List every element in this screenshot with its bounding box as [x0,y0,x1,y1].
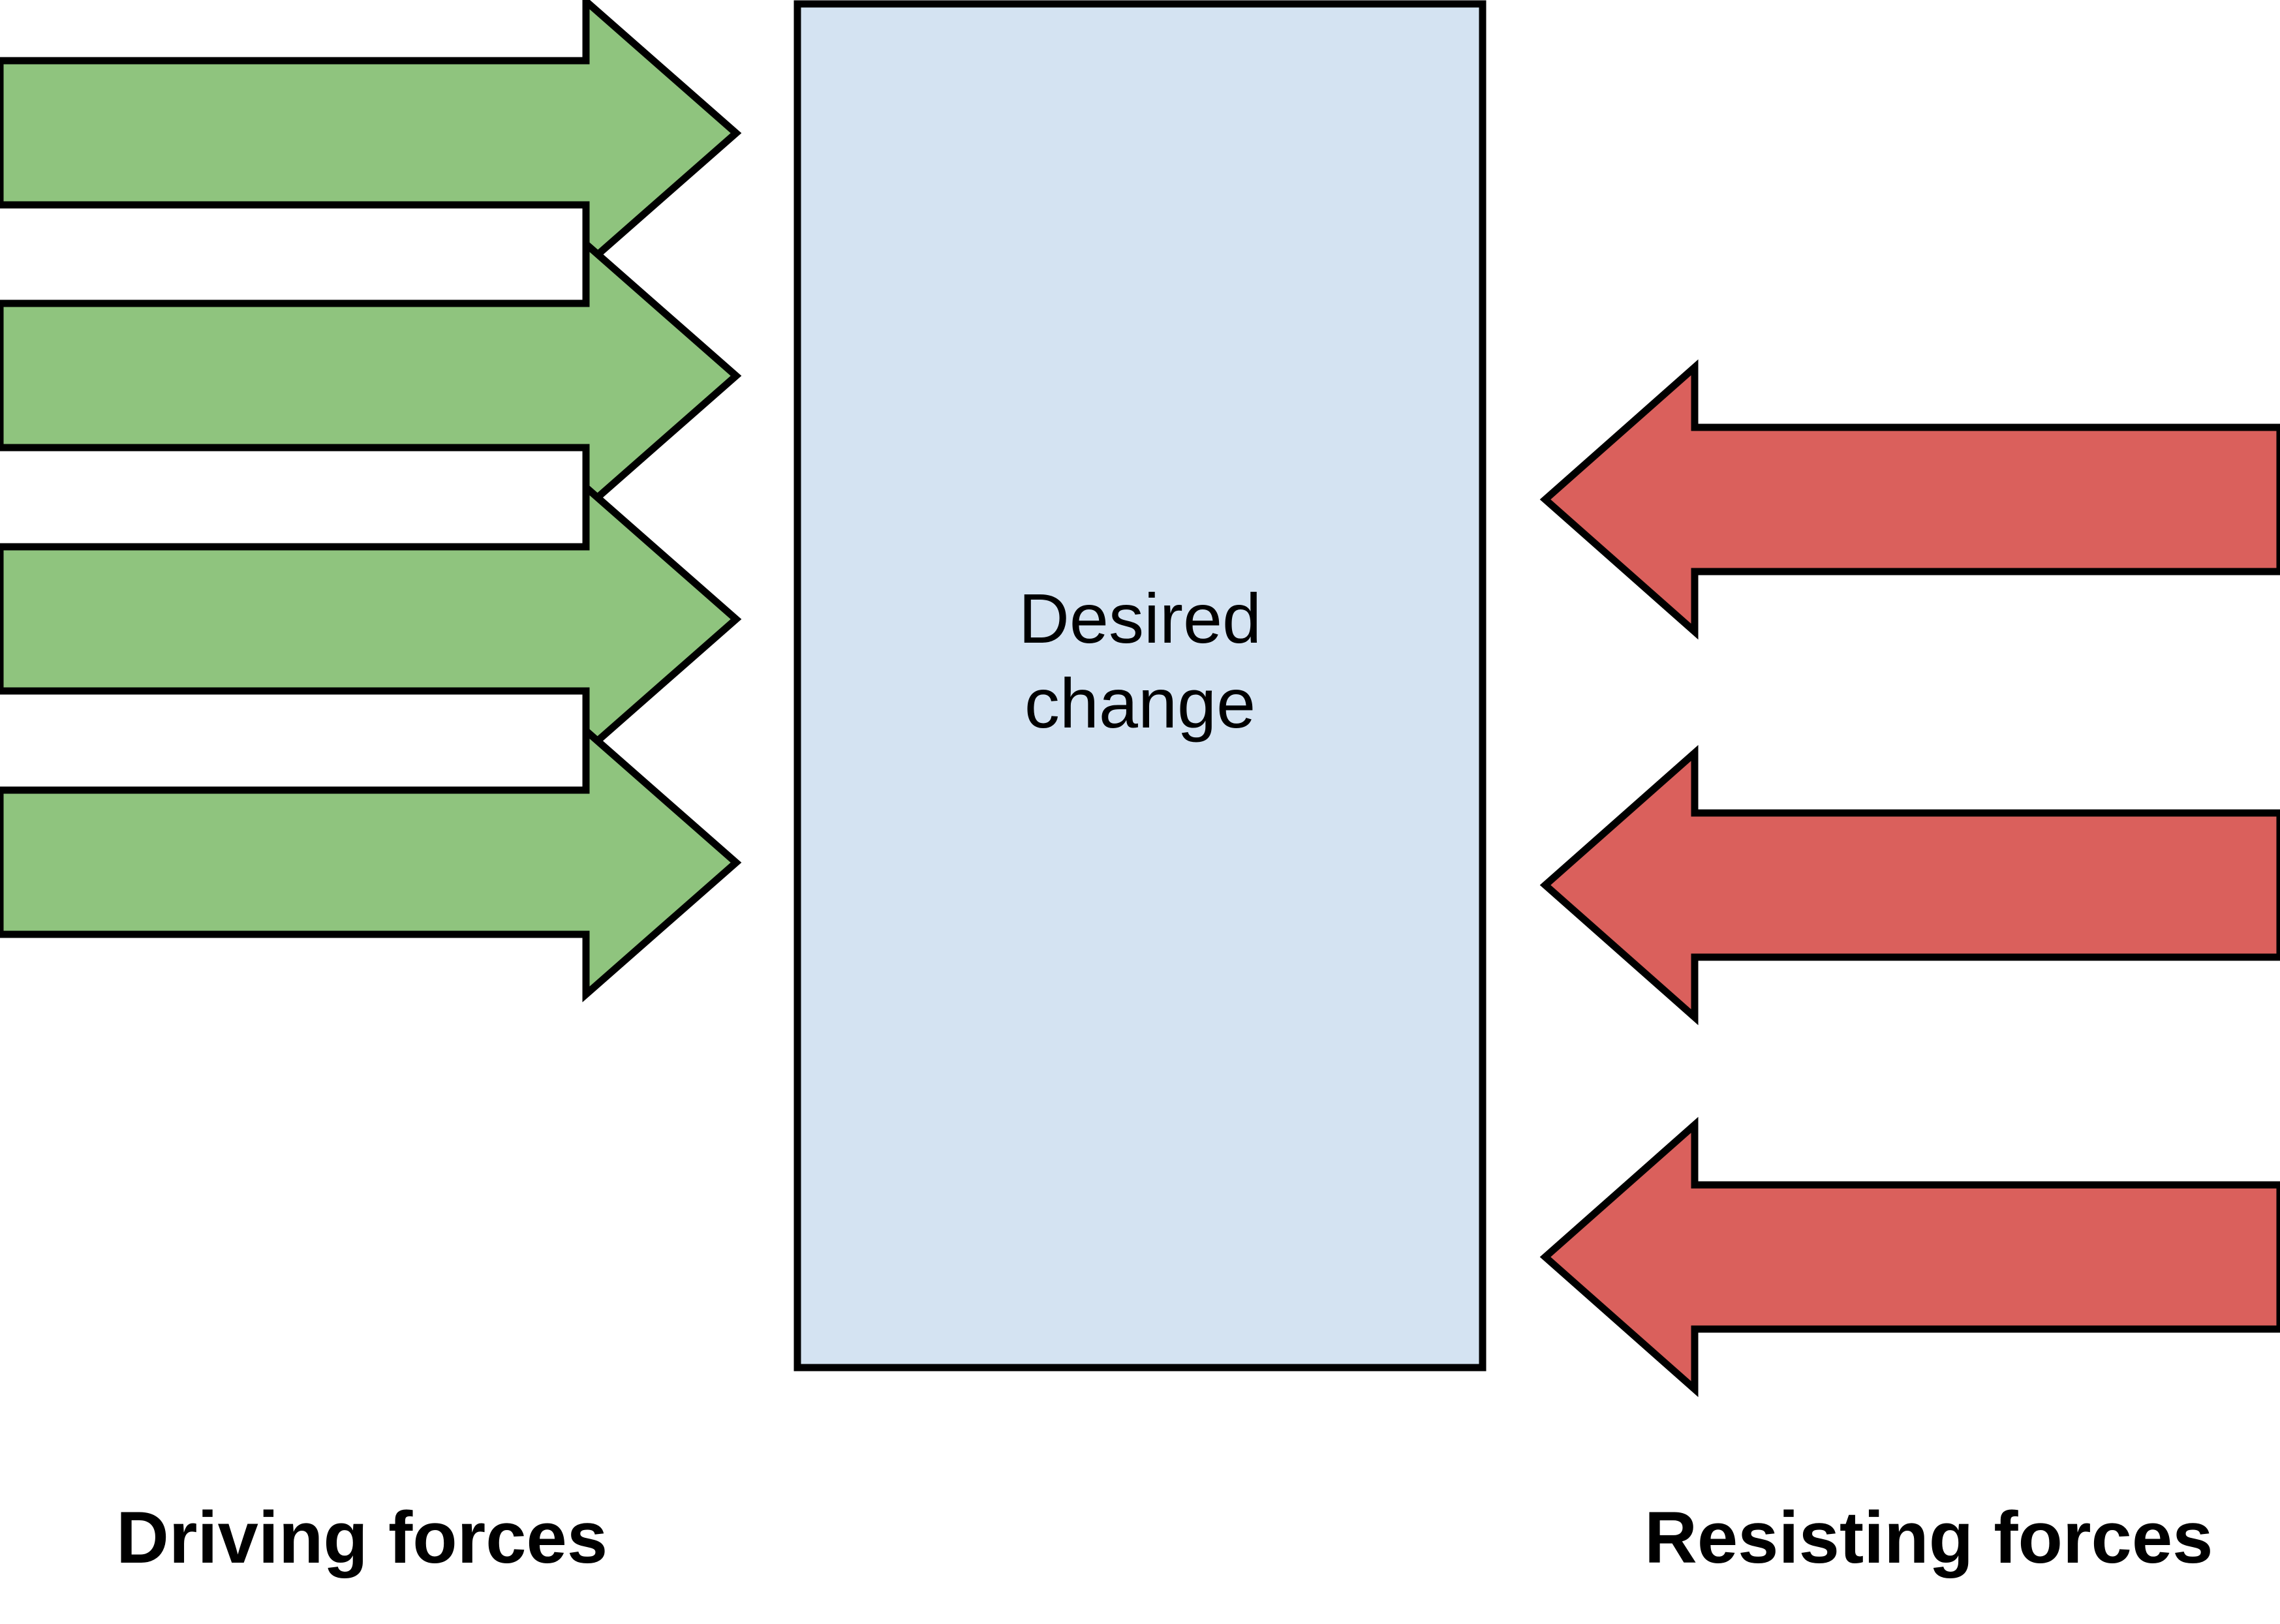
driving-forces-label: Driving forces [116,1497,608,1578]
desired-change-box [793,0,1487,1371]
driving-arrow-2 [0,236,742,516]
resisting-arrow-3 [1539,1116,2280,1398]
desired-change-label-line1: Desired [1019,579,1261,658]
driving-arrow-1 [0,0,742,273]
resisting-arrow-1 [1539,359,2280,640]
resisting-forces-group [1539,359,2280,1398]
driving-arrow-4 [0,722,742,1003]
resisting-arrow-2 [1539,744,2280,1026]
driving-forces-group [0,0,742,1003]
resisting-forces-label: Resisting forces [1644,1497,2213,1578]
desired-change-label-line2: change [1024,664,1256,743]
driving-arrow-3 [0,479,742,759]
